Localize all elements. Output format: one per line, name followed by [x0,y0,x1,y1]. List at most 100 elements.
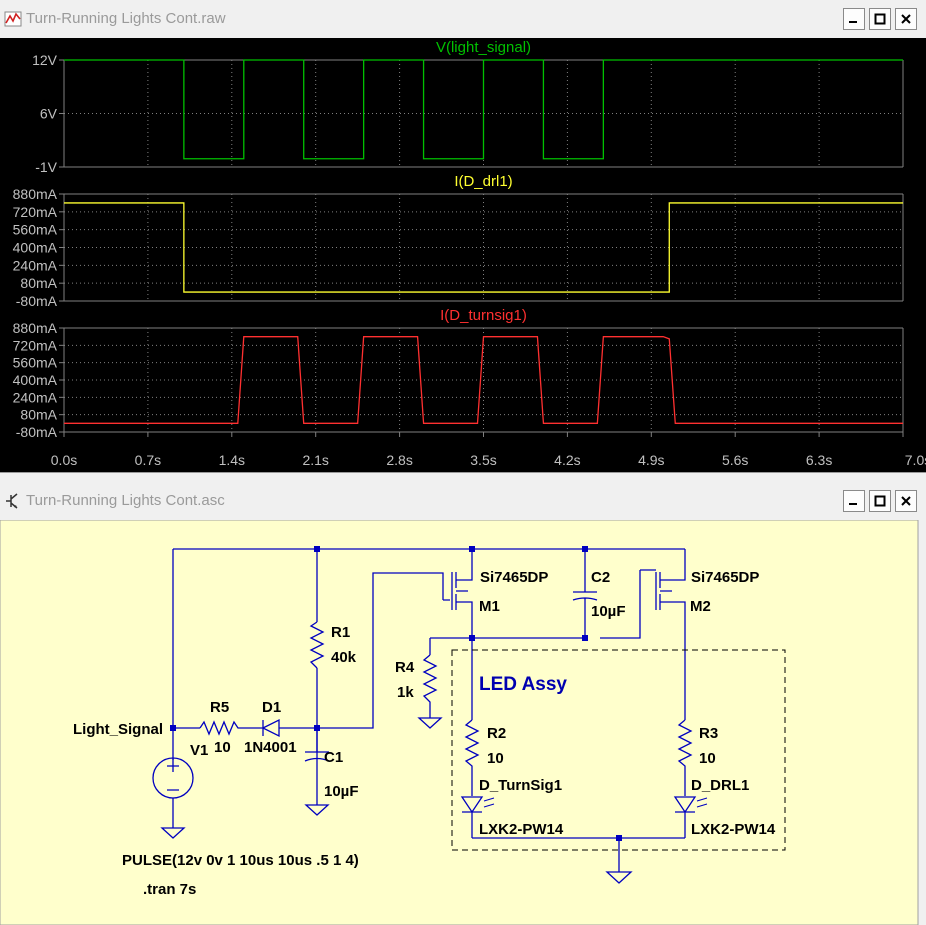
label-r5-value: 10 [214,739,231,756]
label-c2-value: 10µF [591,603,626,620]
ground-c1 [304,804,330,816]
y-tick-label: 880mA [13,186,58,202]
schematic-canvas[interactable]: Light_Signal V1 R5 10 D1 1N4001 R1 40k C… [0,520,926,925]
label-c1: C1 [324,749,343,766]
y-tick-label: 6V [40,106,58,122]
waveform-icon [4,11,22,27]
y-tick-label: 240mA [13,389,58,405]
window-divider [0,472,926,482]
trace-line [64,336,903,424]
label-d-drl1-value: LXK2-PW14 [691,821,776,838]
diode-d1[interactable] [258,718,317,738]
x-tick-label: 6.3s [806,452,832,468]
led-d-turnsig1[interactable] [460,796,484,838]
y-tick-label: 720mA [13,204,58,220]
label-m2-part: Si7465DP [691,569,759,586]
label-r3-value: 10 [699,750,716,767]
close-icon [901,14,911,24]
label-led-assy: LED Assy [479,674,567,695]
label-r2-value: 10 [487,750,504,767]
maximize-button[interactable] [869,8,891,30]
y-tick-label: 80mA [20,275,57,291]
x-tick-label: 0.7s [135,452,161,468]
resistor-r3[interactable] [677,719,693,796]
y-tick-label: 12V [32,52,58,68]
x-tick-label: 4.9s [638,452,664,468]
label-d1: D1 [262,699,281,716]
maximize-icon [874,495,886,507]
capacitor-c2[interactable] [572,549,598,638]
plot-window: Turn-Running Lights Cont.raw 12V 6V -1V V(l… [0,0,926,472]
y-tick-label: 560mA [13,222,58,238]
y-tick-label: -80mA [16,424,58,440]
x-tick-label: 0.0s [51,452,77,468]
y-tick-label: 560mA [13,355,58,371]
y-tick-label: 240mA [13,257,58,273]
directive-pulse[interactable]: PULSE(12v 0v 1 10us 10us .5 1 4) [122,852,359,869]
label-c2: C2 [591,569,610,586]
y-tick-label: 400mA [13,372,58,388]
label-v1: V1 [190,742,208,759]
maximize-icon [874,13,886,25]
y-tick-label: -80mA [16,293,58,309]
y-tick-label: 80mA [20,407,57,423]
close-button[interactable] [895,490,917,512]
x-tick-label: 2.1s [302,452,328,468]
wire-m1-drain [430,637,585,720]
label-m1-part: Si7465DP [480,569,548,586]
minimize-icon [849,503,857,505]
resistor-r2[interactable] [464,719,480,796]
trace-line [64,202,903,293]
label-d-turnsig1-value: LXK2-PW14 [479,821,564,838]
maximize-button[interactable] [869,490,891,512]
y-tick-label: -1V [35,159,57,175]
resistor-r4[interactable] [422,654,438,718]
y-tick-label: 720mA [13,337,58,353]
close-button[interactable] [895,8,917,30]
schematic-window: Turn-Running Lights Cont.asc [0,482,926,925]
trace-title: V(light_signal) [436,39,531,56]
plot-window-titlebar[interactable]: Turn-Running Lights Cont.raw [0,0,926,38]
x-tick-label: 7.0s [905,452,926,468]
plot-window-title: Turn-Running Lights Cont.raw [26,10,226,27]
minimize-button[interactable] [843,8,865,30]
y-tick-label: 880mA [13,320,58,336]
mosfet-m2[interactable] [600,549,686,720]
minimize-button[interactable] [843,490,865,512]
trace-line [64,59,903,160]
capacitor-c1[interactable] [304,728,330,805]
waveform-plot-area[interactable]: 12V6V-1VV(light_signal)880mA720mA560mA40… [0,38,926,472]
wire-led-bottom [472,837,685,872]
led-assy-box [451,649,786,851]
label-r5: R5 [210,699,229,716]
trace-title: I(D_drl1) [454,173,512,190]
resistor-r5[interactable] [199,720,258,736]
junction-dots [170,546,622,841]
mosfet-m1[interactable] [443,549,473,638]
schematic-transistor-icon [6,493,18,509]
wire-gate-m1 [317,572,444,729]
schematic-window-title: Turn-Running Lights Cont.asc [26,492,225,509]
label-d1-value: 1N4001 [244,739,297,756]
x-tick-label: 5.6s [722,452,748,468]
label-r4-value: 1k [397,684,414,701]
ground-r4 [417,717,443,729]
led-d-drl1[interactable] [673,796,697,838]
close-icon [901,496,911,506]
label-r1-value: 40k [331,649,357,666]
directive-tran[interactable]: .tran 7s [143,881,196,898]
ground-led [605,871,633,884]
label-r2: R2 [487,725,506,742]
label-d-drl1: D_DRL1 [691,777,749,794]
label-c1-value: 10µF [324,783,359,800]
label-r4: R4 [395,659,415,676]
resistor-r1[interactable] [309,621,325,669]
label-light-signal: Light_Signal [73,721,163,738]
x-tick-label: 3.5s [470,452,496,468]
label-d-turnsig1: D_TurnSig1 [479,777,562,794]
label-m1: M1 [479,598,500,615]
y-tick-label: 400mA [13,240,58,256]
label-m2: M2 [690,598,711,615]
schematic-window-titlebar[interactable]: Turn-Running Lights Cont.asc [0,482,926,520]
trace-title: I(D_turnsig1) [440,307,527,324]
